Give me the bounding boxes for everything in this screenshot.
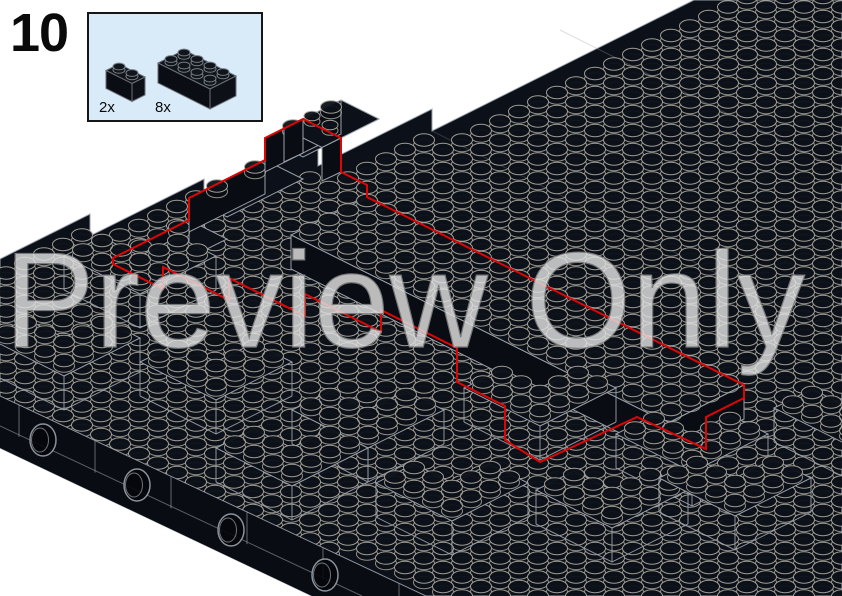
watermark-text: Preview Only — [4, 224, 805, 376]
new-bricks-outline — [112, 117, 745, 464]
step-number: 10 — [10, 3, 69, 63]
part-count-1x2-label: 2x — [99, 99, 115, 116]
parts-callout-box: 2x 8x — [87, 12, 263, 122]
chevron-bricks — [0, 233, 842, 563]
part-count-2x4-label: 8x — [155, 99, 171, 116]
parts-bricks-render — [89, 14, 261, 120]
plate-front-edge — [0, 395, 427, 596]
